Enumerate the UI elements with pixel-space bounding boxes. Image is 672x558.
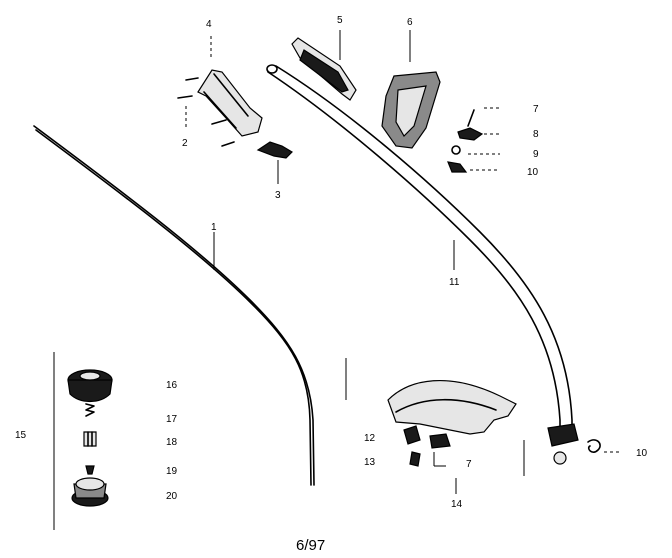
part-18-adapter bbox=[83, 431, 97, 447]
callout-1: 1 bbox=[211, 222, 217, 233]
part-19-washer bbox=[85, 465, 95, 475]
callout-16: 16 bbox=[166, 380, 178, 391]
part-17-spring bbox=[85, 403, 95, 417]
callout-14: 14 bbox=[451, 499, 463, 510]
callout-20: 20 bbox=[166, 491, 178, 502]
callout-10-top: 10 bbox=[527, 167, 539, 178]
part-4-handle-bracket bbox=[197, 36, 263, 137]
part-10-clamp-bottom bbox=[547, 423, 622, 465]
part-11-shaft-tube bbox=[266, 64, 573, 441]
callout-labels: 1 2 3 4 5 6 7 8 9 10 11 12 13 7 14 10 15… bbox=[15, 15, 648, 510]
callout-17: 17 bbox=[166, 414, 178, 425]
callout-8: 8 bbox=[533, 129, 539, 140]
callout-4: 4 bbox=[206, 19, 212, 30]
part-14-guard bbox=[345, 358, 525, 494]
date-code: 6/97 bbox=[296, 537, 325, 554]
part-20-spool bbox=[71, 477, 109, 507]
parts-7-10-hardware bbox=[447, 107, 500, 173]
callout-12: 12 bbox=[364, 433, 376, 444]
part-1-flex-shaft bbox=[33, 125, 315, 486]
callout-15: 15 bbox=[15, 430, 27, 441]
callout-6: 6 bbox=[407, 17, 413, 28]
callout-7-top: 7 bbox=[533, 104, 539, 115]
part-2-screws bbox=[177, 77, 235, 147]
callout-19: 19 bbox=[166, 466, 178, 477]
part-5-handle-top bbox=[291, 30, 357, 101]
callout-9: 9 bbox=[533, 149, 539, 160]
callout-5: 5 bbox=[337, 15, 343, 26]
callout-18: 18 bbox=[166, 437, 178, 448]
callout-2: 2 bbox=[182, 138, 188, 149]
callout-3: 3 bbox=[275, 190, 281, 201]
callout-7-bottom: 7 bbox=[466, 459, 472, 470]
part-3-clip bbox=[256, 141, 293, 184]
part-6-loop-handle bbox=[381, 30, 441, 149]
callout-10-bottom: 10 bbox=[636, 448, 648, 459]
callout-13: 13 bbox=[364, 457, 376, 468]
part-16-spool-housing bbox=[67, 369, 113, 403]
callout-11: 11 bbox=[449, 277, 460, 288]
